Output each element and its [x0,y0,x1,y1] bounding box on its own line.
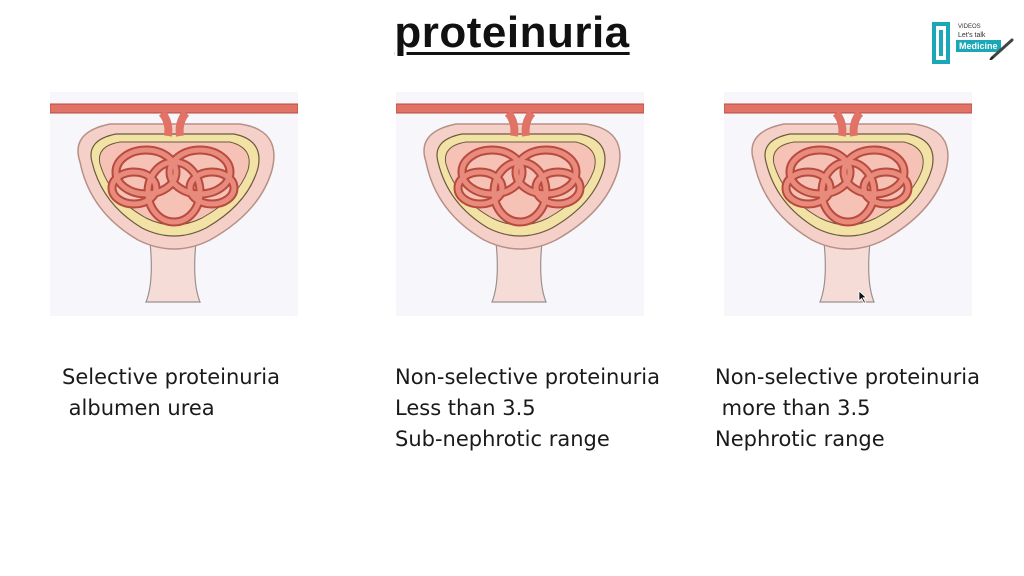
caption-line: Non-selective proteinuria [395,365,660,389]
logo-line-3: Medicine [956,40,1001,52]
pen-icon [989,38,1014,60]
glomerulus-illustration-2 [396,92,644,316]
caption-line: Nephrotic range [715,427,885,451]
glomerulus-illustration-3 [724,92,972,316]
slide-title: proteinuria [394,8,630,57]
caption-line: more than 3.5 [715,396,871,420]
channel-logo: VIDEOS Let's talk Medicine [928,20,1018,70]
caption-line: albumen urea [62,396,215,420]
glomerulus-image [50,92,298,316]
logo-line-1: VIDEOS [958,24,981,30]
glomerulus-illustration-1 [50,92,298,316]
logo-line-2: Let's talk [958,32,986,39]
mouse-pointer-icon [858,290,868,304]
caption-selective: Selective proteinuria albumen urea [62,362,280,424]
caption-line: Selective proteinuria [62,365,280,389]
glomerulus-image [396,92,644,316]
caption-line: Non-selective proteinuria [715,365,980,389]
caption-non-selective-sub-nephrotic: Non-selective proteinuria Less than 3.5 … [395,362,660,455]
caption-non-selective-nephrotic: Non-selective proteinuria more than 3.5 … [715,362,980,455]
logo-mark-icon [932,22,950,64]
glomerulus-image [724,92,972,316]
caption-line: Sub-nephrotic range [395,427,610,451]
caption-line: Less than 3.5 [395,396,536,420]
